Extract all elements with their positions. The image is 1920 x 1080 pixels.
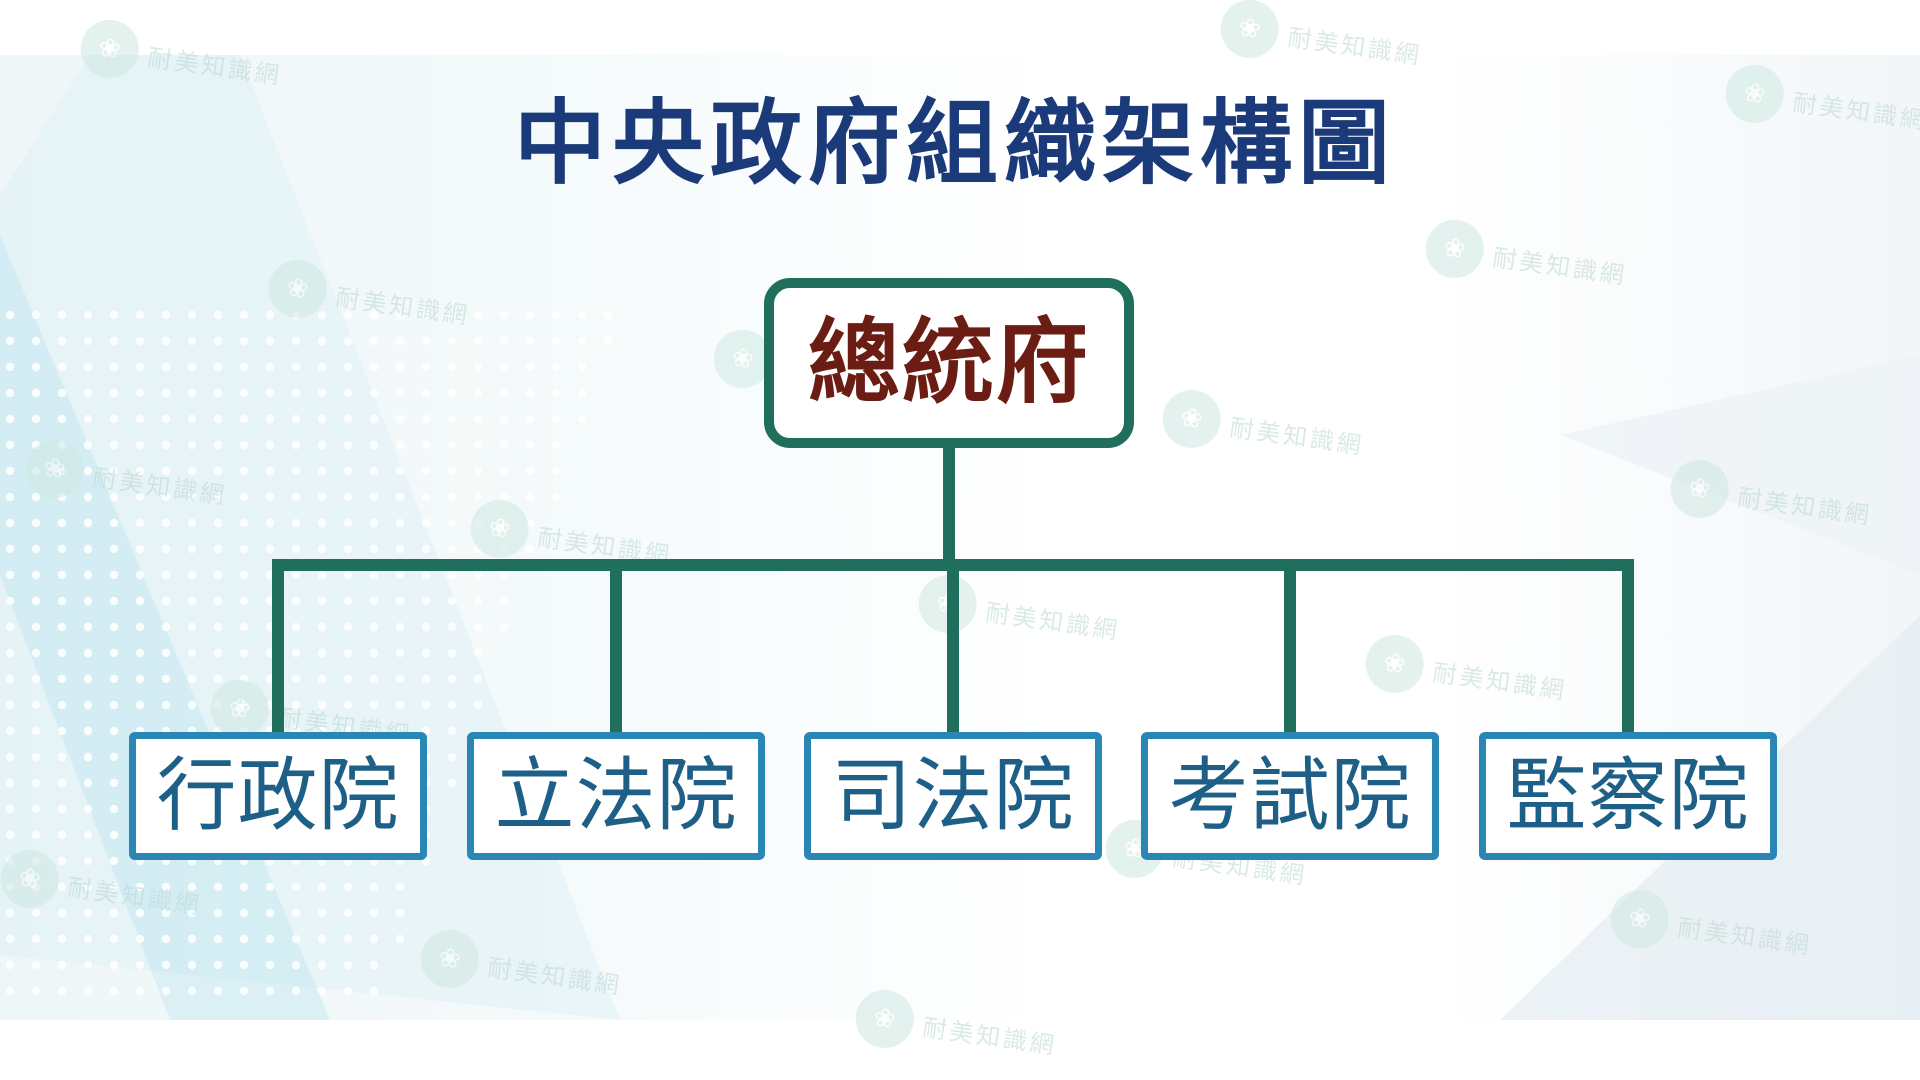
child-node-control-yuan: 監察院 [1479, 732, 1777, 860]
child-node-legislative-yuan: 立法院 [467, 732, 765, 860]
child-node-label: 考試院 [1168, 749, 1412, 842]
child-node-label: 立法院 [494, 749, 738, 842]
root-node-label: 總統府 [807, 309, 1090, 416]
child-node-judicial-yuan: 司法院 [804, 732, 1102, 860]
child-node-label: 司法院 [831, 749, 1075, 842]
root-node-presidential-office: 總統府 [764, 278, 1134, 448]
child-node-executive-yuan: 行政院 [129, 732, 427, 860]
child-node-examination-yuan: 考試院 [1141, 732, 1439, 860]
page-title: 中央政府組織架構圖 [513, 90, 1396, 197]
child-node-label: 監察院 [1506, 749, 1750, 842]
child-node-label: 行政院 [156, 749, 400, 842]
